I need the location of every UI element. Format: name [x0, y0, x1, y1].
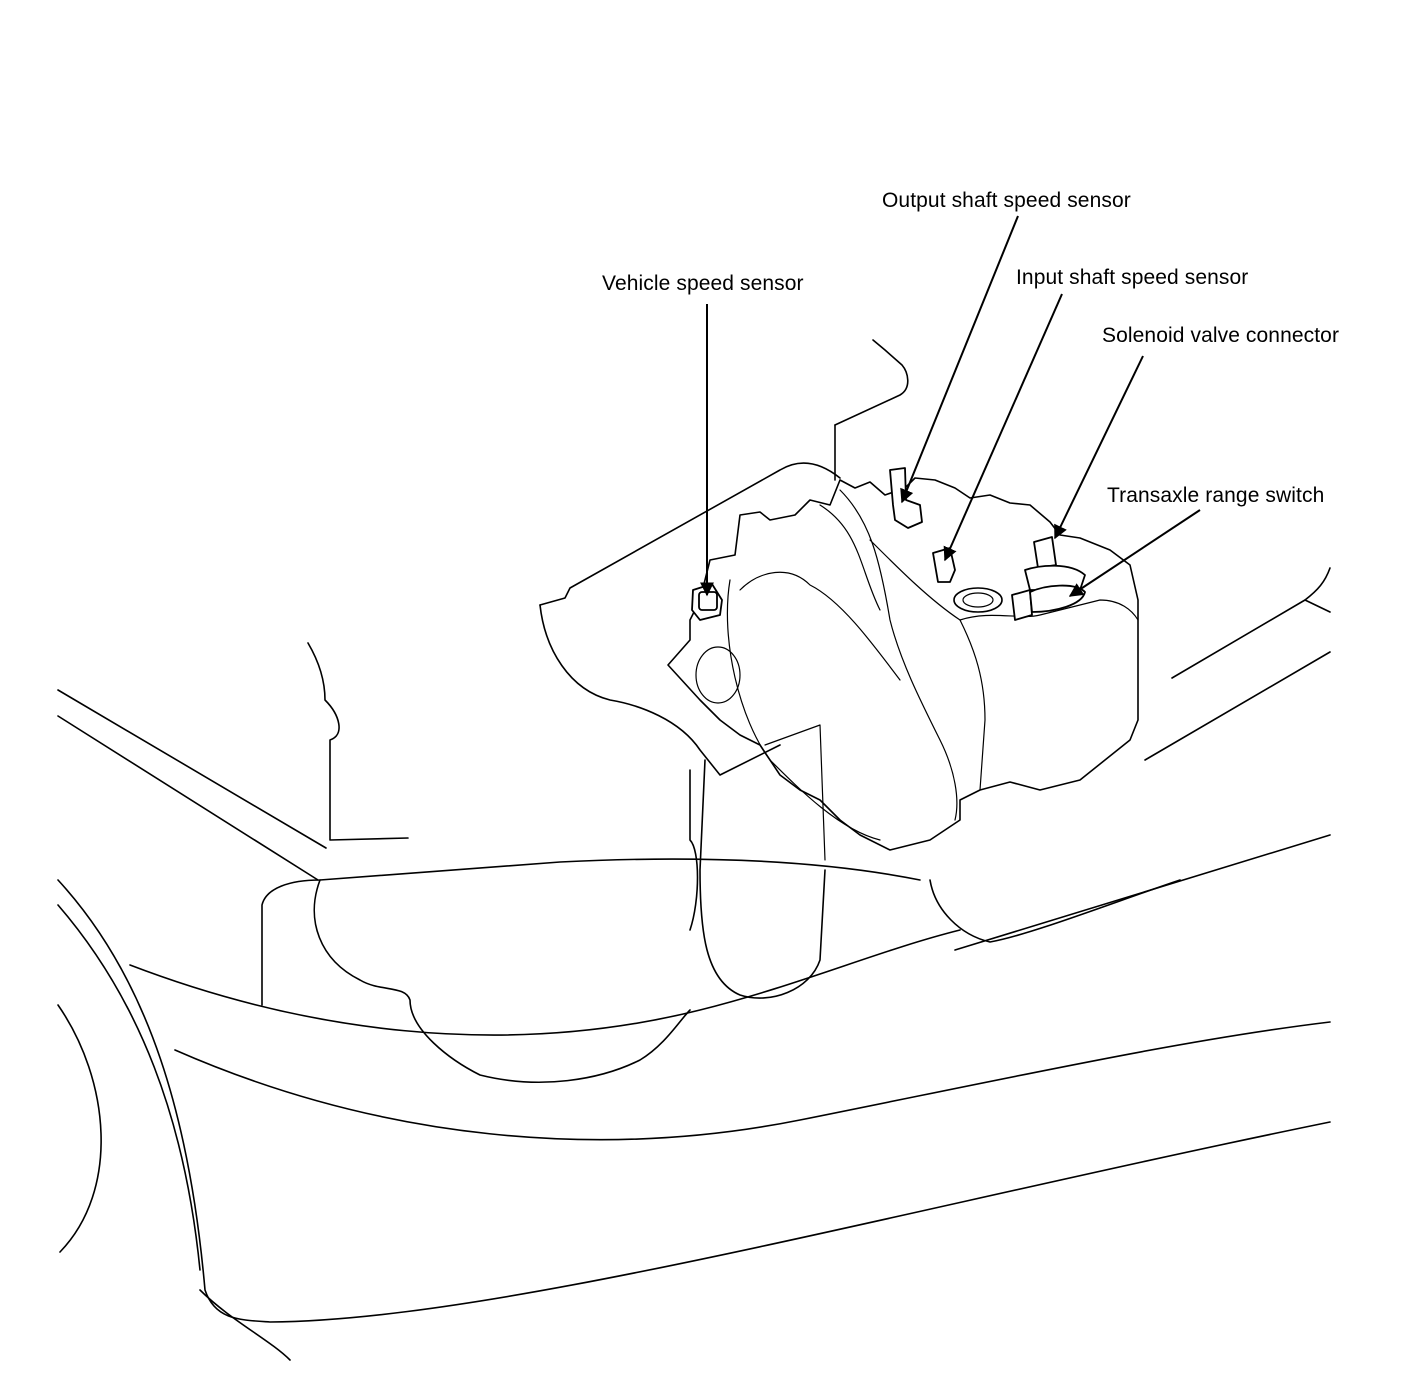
engine-outline	[539, 339, 909, 776]
leader-lines	[700, 215, 1201, 597]
output-shaft-speed-sensor-label: Output shaft speed sensor	[882, 189, 1131, 212]
vehicle-speed-sensor-label: Vehicle speed sensor	[602, 272, 804, 295]
input-shaft-speed-sensor-label: Input shaft speed sensor	[1016, 266, 1249, 289]
input-shaft-speed-sensor-part	[932, 547, 956, 583]
output-shaft-speed-sensor-part	[889, 467, 923, 529]
transaxle-range-switch-label: Transaxle range switch	[1107, 484, 1325, 507]
leader-input-shaft-speed-sensor	[943, 293, 1063, 562]
subframe-outline	[261, 642, 1181, 1083]
vehicle-speed-sensor-part	[691, 583, 723, 621]
leader-output-shaft-speed-sensor	[900, 215, 1019, 504]
vehicle-body-outline	[57, 567, 1331, 1361]
transaxle-case	[667, 477, 1139, 861]
leader-transaxle-range-switch	[1068, 509, 1201, 597]
leader-solenoid-valve-connector	[1054, 355, 1144, 540]
solenoid-valve-connector-label: Solenoid valve connector	[1102, 324, 1340, 347]
transaxle-range-switch-part	[1011, 584, 1086, 621]
solenoid-valve-connector-part	[1024, 536, 1086, 591]
